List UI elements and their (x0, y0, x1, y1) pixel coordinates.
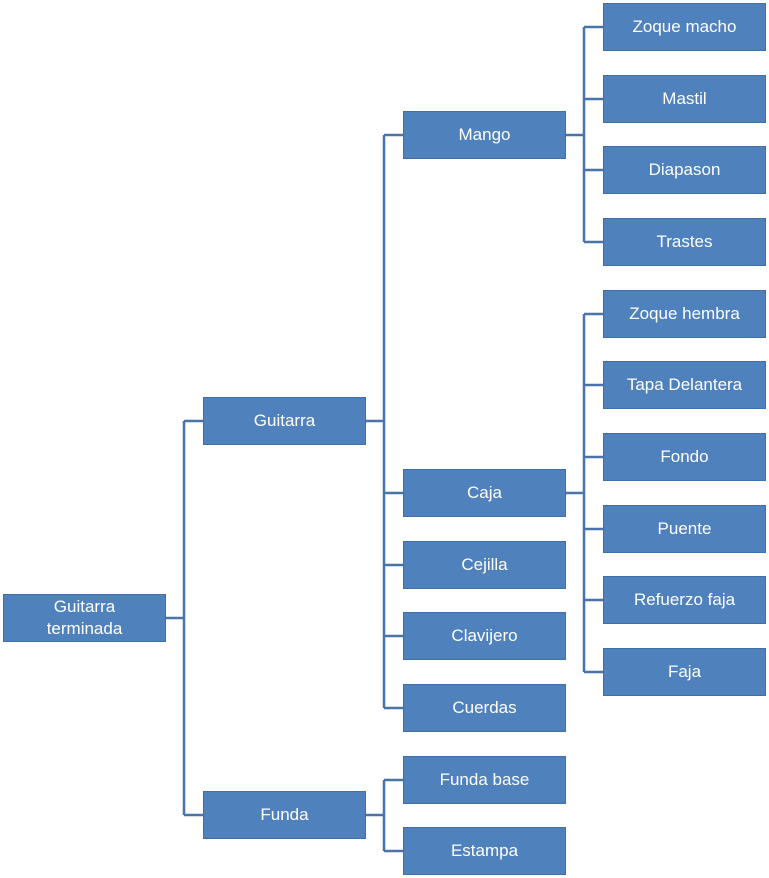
node-guitarra-terminada: Guitarra terminada (3, 594, 166, 642)
node-tapa-delantera: Tapa Delantera (603, 361, 766, 409)
node-estampa: Estampa (403, 827, 566, 875)
node-caja: Caja (403, 469, 566, 517)
node-cuerdas: Cuerdas (403, 684, 566, 732)
node-guitarra: Guitarra (203, 397, 366, 445)
node-fondo: Fondo (603, 433, 766, 481)
node-trastes: Trastes (603, 218, 766, 266)
node-funda: Funda (203, 791, 366, 839)
node-funda-base: Funda base (403, 756, 566, 804)
node-zoque-hembra: Zoque hembra (603, 290, 766, 338)
node-faja: Faja (603, 648, 766, 696)
node-puente: Puente (603, 505, 766, 553)
node-diapason: Diapason (603, 146, 766, 194)
node-clavijero: Clavijero (403, 612, 566, 660)
node-cejilla: Cejilla (403, 541, 566, 589)
node-mastil: Mastil (603, 75, 766, 123)
node-zoque-macho: Zoque macho (603, 3, 766, 51)
node-mango: Mango (403, 111, 566, 159)
node-refuerzo-faja: Refuerzo faja (603, 576, 766, 624)
